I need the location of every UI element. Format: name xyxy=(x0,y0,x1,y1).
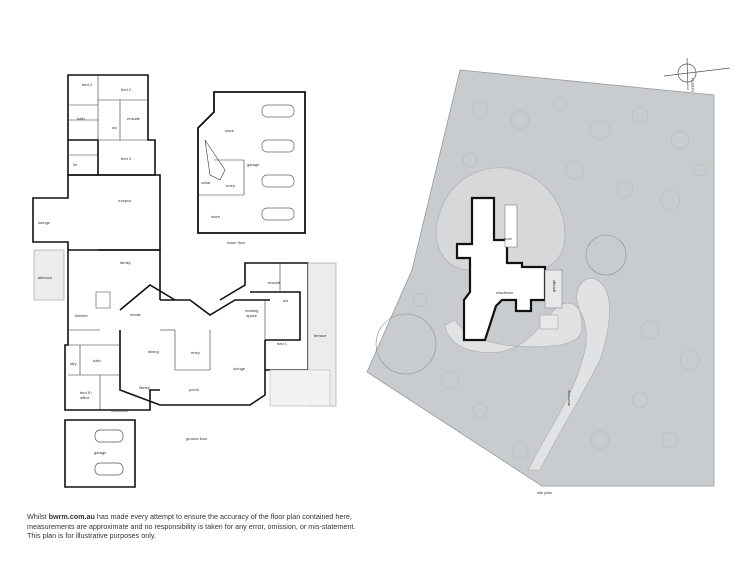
room-porch: porch xyxy=(189,387,200,392)
room-reading-space: reading space xyxy=(245,308,259,318)
room-bed5: bed 5 / office xyxy=(80,390,93,400)
site-driveway-label: driveway xyxy=(566,390,571,406)
room-bed3: bed 3 xyxy=(121,156,132,161)
room-alfresco: alfresco xyxy=(38,275,53,280)
room-linen: lin xyxy=(73,162,78,167)
caption-lower-floor: lower floor xyxy=(227,240,246,245)
room-kitchen: kitchen xyxy=(75,313,88,318)
room-bath: bath xyxy=(93,358,101,363)
room-terrace: terrace xyxy=(314,333,327,338)
room-store-lower: store xyxy=(225,128,234,133)
site-residence-label: residence xyxy=(496,290,514,295)
room-rumpus: rumpus xyxy=(118,198,132,203)
disclaimer-before: Whilst xyxy=(27,512,49,521)
disclaimer-after: has made every attempt to ensure the acc… xyxy=(94,512,352,521)
room-cellar: cellar xyxy=(201,180,211,185)
room-bed1: bed 1 xyxy=(277,341,288,346)
room-library: library xyxy=(139,385,150,390)
room-mudroom: mudroom xyxy=(111,408,128,413)
caption-ground-floor: ground floor xyxy=(186,436,208,441)
disclaimer-line-3: This plan is for illustrative purposes o… xyxy=(27,531,156,541)
room-family: family xyxy=(120,260,131,265)
room-ensuite-upper: ensuite xyxy=(127,116,140,121)
room-entry-lower: entry xyxy=(226,183,235,188)
room-lounge: lounge xyxy=(233,366,246,371)
north-arrow-icon xyxy=(663,57,731,91)
room-wc: wc xyxy=(112,125,117,130)
caption-site-plan: site plan xyxy=(537,490,552,495)
site-pool-label: pool xyxy=(504,236,512,241)
room-ensuite: ensuite xyxy=(268,280,281,285)
room-store-lower-2: store xyxy=(211,214,220,219)
room-wir: wir xyxy=(283,298,289,303)
residence-footprint xyxy=(455,196,547,342)
disclaimer-text: Whilst bwrm.com.au has made every attemp… xyxy=(27,512,447,541)
room-garage-lower: garage xyxy=(247,162,260,167)
site-north-label: NORTH xyxy=(690,77,695,92)
brand-link[interactable]: bwrm.com.au xyxy=(48,512,95,521)
room-meals: meals xyxy=(130,312,141,317)
room-dining: dining xyxy=(148,349,159,354)
room-bed2: bed 2 xyxy=(121,87,132,92)
room-laundry: ldry xyxy=(70,361,77,366)
room-entry: entry xyxy=(191,350,200,355)
room-bed4: bed 4 xyxy=(82,82,93,87)
disclaimer-line-1: Whilst bwrm.com.au has made every attemp… xyxy=(27,512,447,522)
disclaimer-line-2: measurements are approximate and no resp… xyxy=(27,521,356,531)
room-bath-upper: bath xyxy=(77,116,85,121)
room-garage: garage xyxy=(94,450,107,455)
room-lounge-upper: lounge xyxy=(38,220,51,225)
site-garage-label: garage xyxy=(551,279,556,292)
